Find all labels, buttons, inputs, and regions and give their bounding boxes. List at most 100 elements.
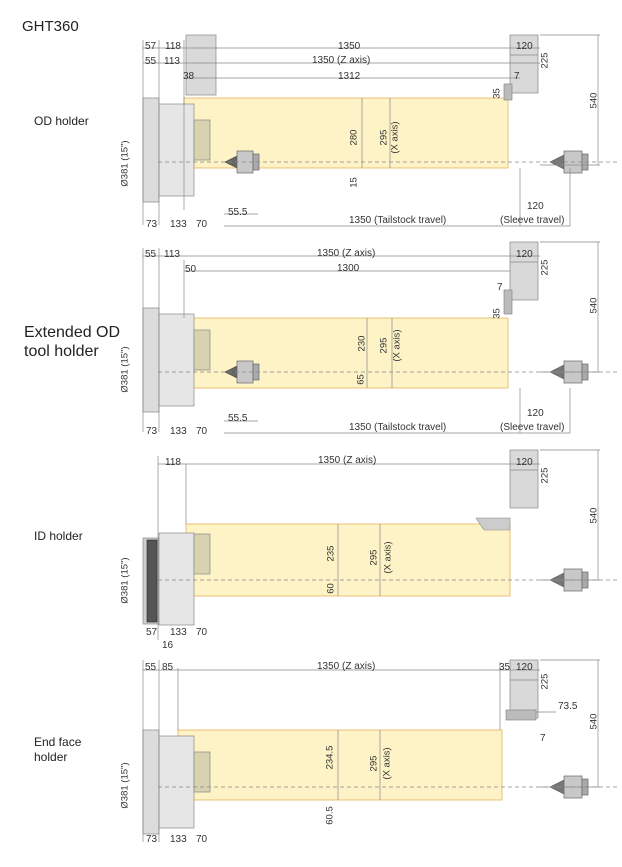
section-label-extended-od-line1: Extended OD xyxy=(24,324,121,341)
dim-113: 113 xyxy=(164,249,180,260)
chuck-jaw xyxy=(193,329,211,371)
chuck-jaw xyxy=(193,751,211,793)
dim-60: 60 xyxy=(325,583,337,594)
dim-inner: 1300 xyxy=(337,263,360,274)
dim-x-axis: 295 xyxy=(378,129,390,146)
dim-73: 73 xyxy=(146,834,158,845)
chuck-body xyxy=(158,532,195,626)
end-face-tool xyxy=(505,709,537,721)
dim-70: 70 xyxy=(196,219,208,230)
dim-z-axis: 1350 (Z axis) xyxy=(317,661,376,672)
turret-block xyxy=(185,34,217,96)
spindle-body xyxy=(142,97,160,203)
dim-tool-height: 234.5 xyxy=(324,745,336,770)
dim-7: 7 xyxy=(540,733,546,744)
chuck-diameter-label: Ø381 (15") xyxy=(119,346,131,393)
dim-73: 73 xyxy=(146,219,158,230)
dim-7: 7 xyxy=(514,71,520,82)
tailstock-head xyxy=(509,34,539,94)
dim-133: 133 xyxy=(170,627,187,638)
dim-73-5: 73.5 xyxy=(558,701,578,712)
tailstock-head xyxy=(509,449,539,509)
dim-tail-width: 120 xyxy=(516,41,533,52)
dim-38: 38 xyxy=(183,71,195,82)
dim-overall: 540 xyxy=(588,92,600,109)
dim-tail-width: 120 xyxy=(516,249,533,260)
dim-tail-width: 120 xyxy=(516,457,533,468)
dim-x-axis-label: (X axis) xyxy=(389,121,401,154)
tool-block-small xyxy=(503,289,513,315)
dim-50: 50 xyxy=(185,264,197,275)
dim-65: 65 xyxy=(355,374,367,385)
chuck-jaw xyxy=(193,119,211,161)
dim-tail-height: 225 xyxy=(539,52,551,69)
dim-55: 55 xyxy=(145,56,157,67)
dim-60-5: 60.5 xyxy=(324,806,336,825)
dim-55-5: 55.5 xyxy=(228,413,248,424)
id-boring-bar xyxy=(475,517,511,531)
dim-55: 55 xyxy=(145,249,157,260)
chuck-jaw xyxy=(193,533,211,575)
spindle-body xyxy=(142,729,160,835)
dim-133: 133 xyxy=(170,426,187,437)
dim-inner: 1312 xyxy=(338,71,361,82)
dim-55: 55 xyxy=(145,662,157,673)
dim-118: 118 xyxy=(165,457,181,468)
dim-70: 70 xyxy=(196,627,208,638)
chuck-diameter-label: Ø381 (15") xyxy=(119,762,131,809)
dim-57: 57 xyxy=(146,627,158,638)
dim-sleeve: 120 xyxy=(527,408,544,419)
dim-overall: 540 xyxy=(588,297,600,314)
chuck-body xyxy=(158,735,195,829)
dim-tail-height: 225 xyxy=(539,259,551,276)
dim-73: 73 xyxy=(146,426,158,437)
dim-tail-width: 120 xyxy=(516,662,533,673)
dim-z-axis: 1350 (Z axis) xyxy=(318,455,377,466)
dim-tool-height: 280 xyxy=(348,129,360,146)
dim-tail-height: 225 xyxy=(539,673,551,690)
chuck-body xyxy=(158,103,195,197)
section-label-od-holder: OD holder xyxy=(34,114,89,128)
dim-tool-height: 235 xyxy=(325,545,337,562)
section-label-end-face-line1: End face xyxy=(34,735,82,749)
dim-z-axis: 1350 (Z axis) xyxy=(312,55,371,66)
dim-x-axis: 295 xyxy=(378,337,390,354)
dim-tool-height: 230 xyxy=(356,335,368,352)
chuck-body xyxy=(158,313,195,407)
dim-sleeve-travel: (Sleeve travel) xyxy=(500,215,565,226)
id-bar xyxy=(146,539,158,623)
dim-sleeve: 120 xyxy=(527,201,544,212)
dim-tailstock-travel: 1350 (Tailstock travel) xyxy=(349,215,447,226)
work-area xyxy=(183,317,509,389)
spindle-body xyxy=(142,307,160,413)
dim-55-5: 55.5 xyxy=(228,207,248,218)
dim-70: 70 xyxy=(196,834,208,845)
dim-35: 35 xyxy=(499,662,511,673)
dim-35: 35 xyxy=(491,308,503,319)
dim-x-axis: 295 xyxy=(368,755,380,772)
dim-57: 57 xyxy=(145,41,157,52)
dim-tailstock-travel: 1350 (Tailstock travel) xyxy=(349,422,447,433)
model-title: GHT360 xyxy=(22,18,79,35)
dim-118: 118 xyxy=(165,41,181,52)
dim-70: 70 xyxy=(196,426,208,437)
chuck-diameter-label: Ø381 (15") xyxy=(119,557,131,604)
dim-overall: 540 xyxy=(588,507,600,524)
section-label-extended-od-line2: tool holder xyxy=(24,343,99,360)
dim-x-axis-label: (X axis) xyxy=(391,329,403,362)
work-area xyxy=(185,523,511,597)
dim-15: 15 xyxy=(348,177,360,188)
dim-z-travel: 1350 xyxy=(338,41,361,52)
dim-tail-height: 225 xyxy=(539,467,551,484)
section-label-id-holder: ID holder xyxy=(34,529,83,543)
dim-x-axis-label: (X axis) xyxy=(382,541,394,574)
dim-133: 133 xyxy=(170,219,187,230)
dim-z-axis: 1350 (Z axis) xyxy=(317,248,376,259)
dim-133: 133 xyxy=(170,834,187,845)
tool-block-small xyxy=(503,83,513,101)
dim-113: 113 xyxy=(164,56,180,67)
section-label-end-face-line2: holder xyxy=(34,750,68,764)
work-area xyxy=(183,97,509,169)
